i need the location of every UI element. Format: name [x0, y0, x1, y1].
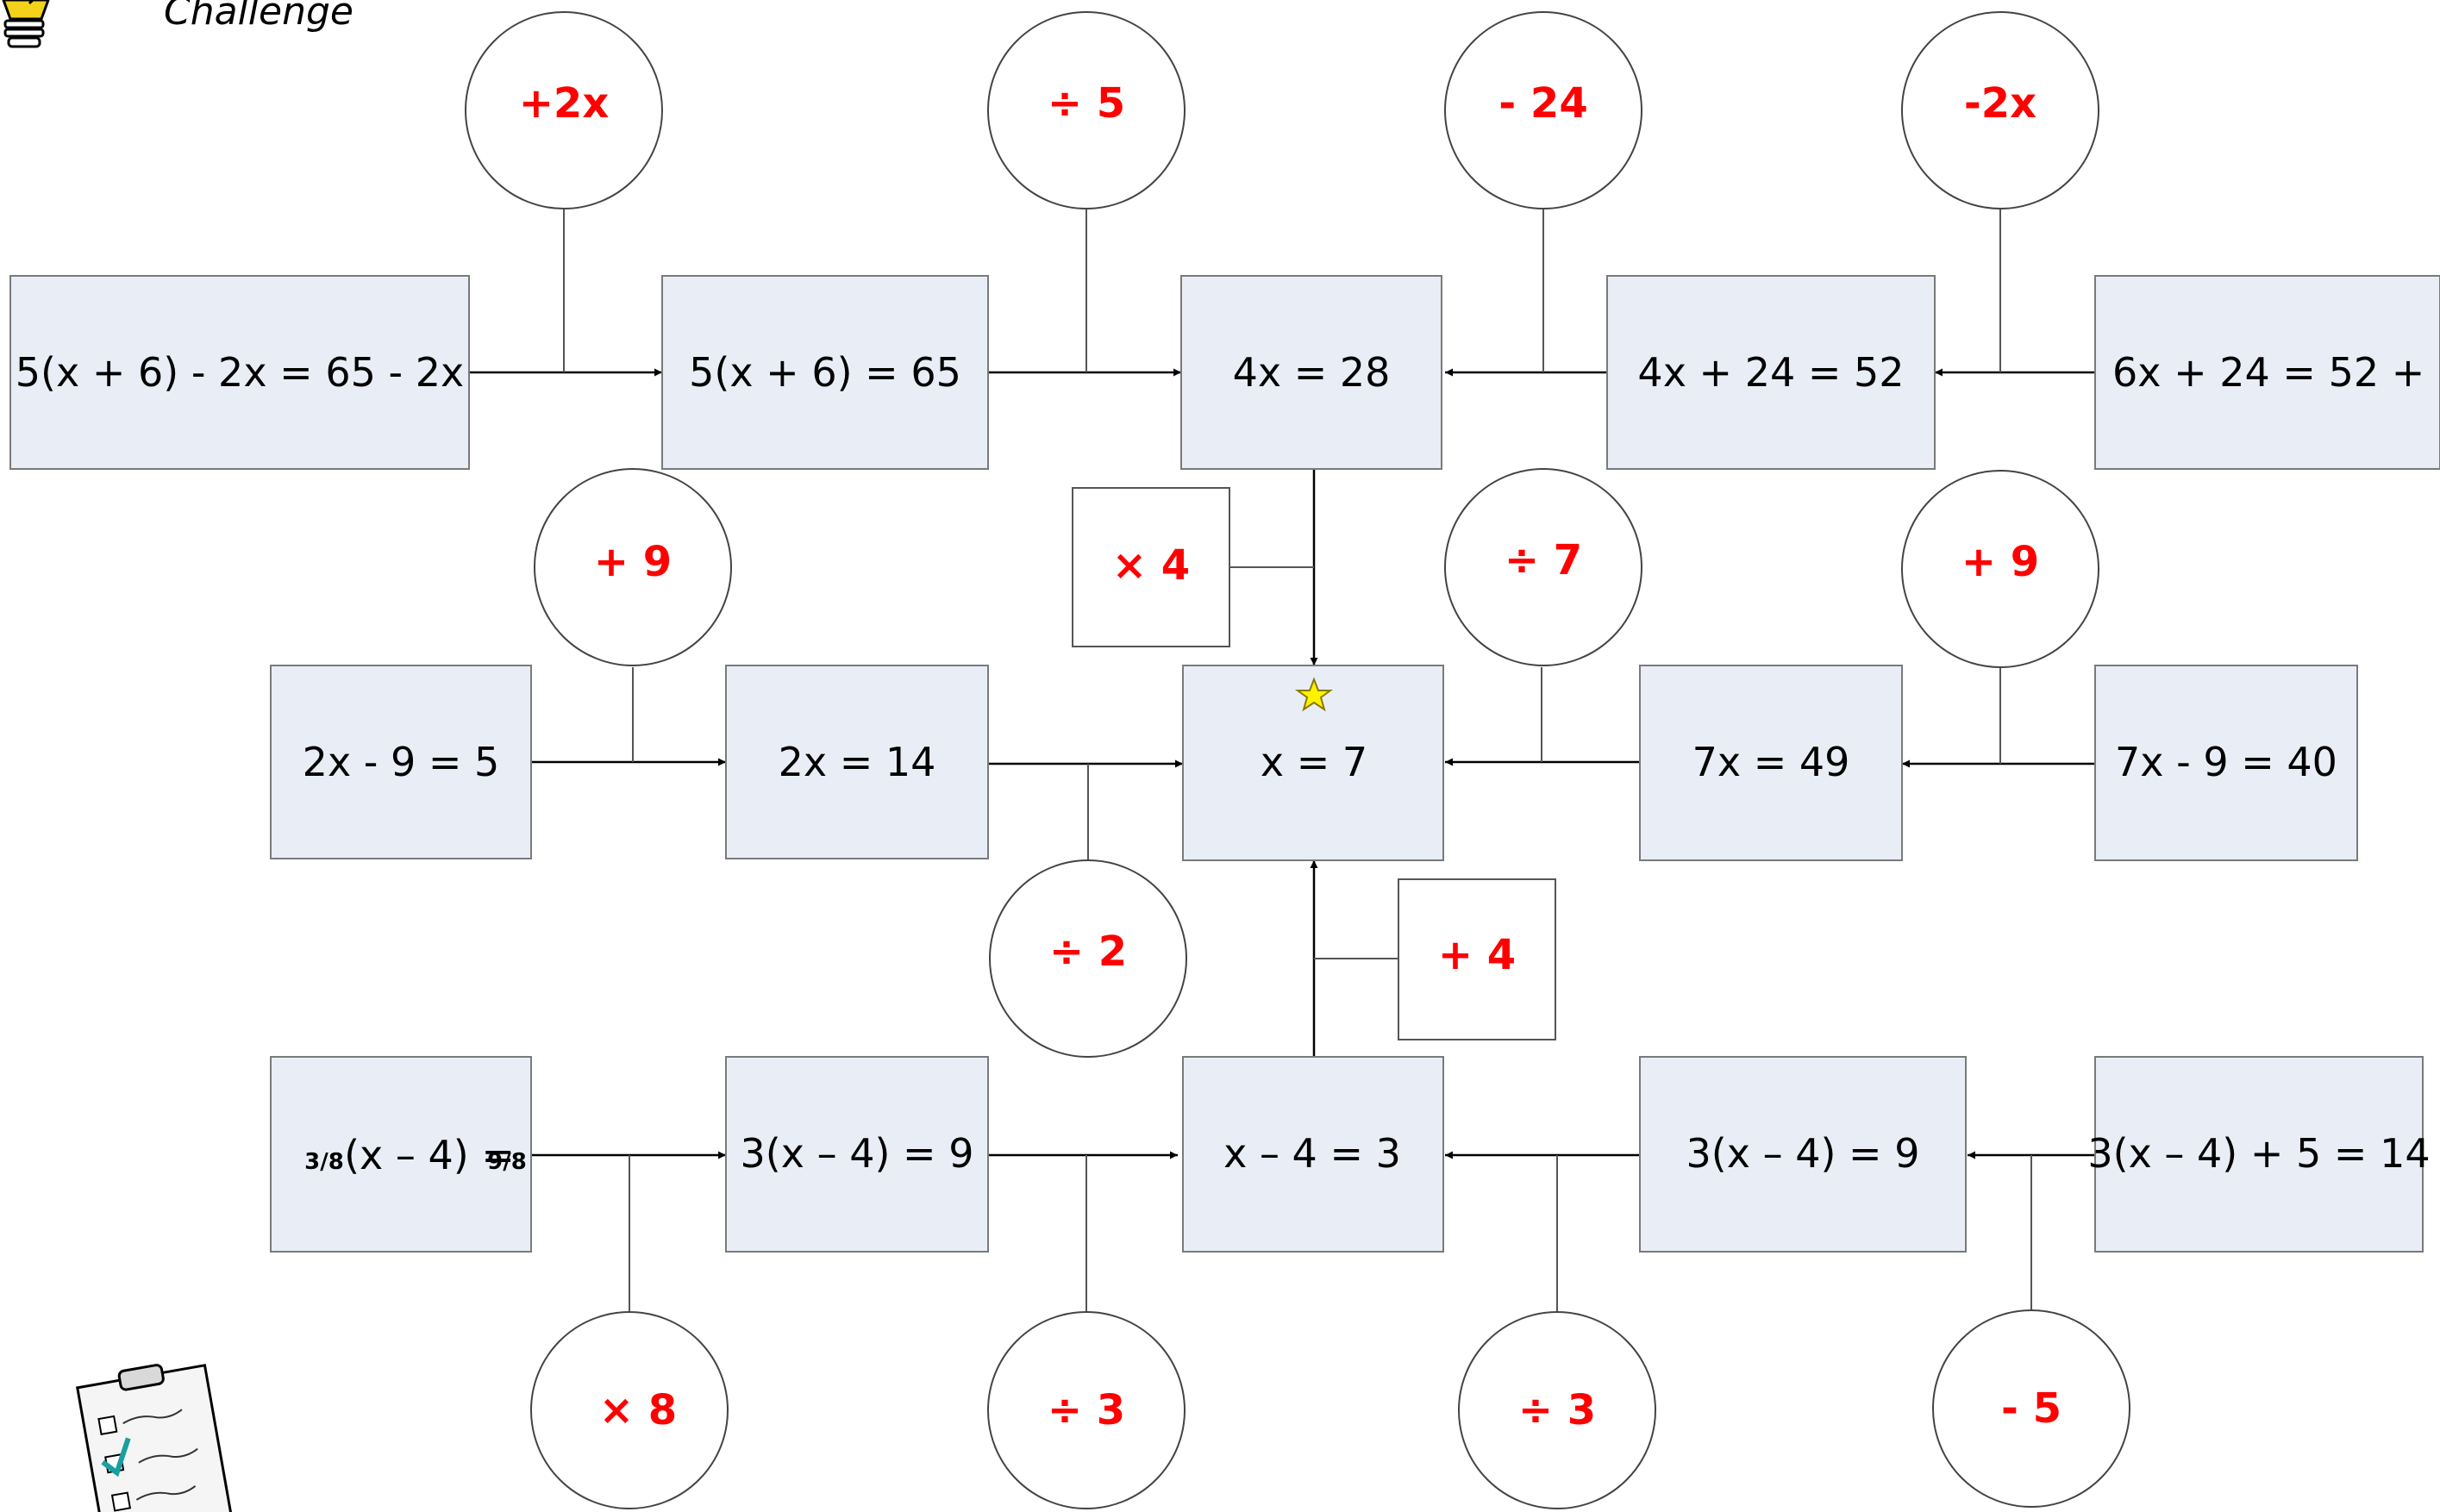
- op-box-plus-4: + 4: [1398, 878, 1556, 1040]
- svg-text:× 4: × 4: [1112, 541, 1190, 590]
- op-circle-bottom-4: - 5: [1932, 1309, 2130, 1508]
- svg-text:7x - 9 = 40: 7x - 9 = 40: [2115, 739, 2337, 785]
- svg-text:4x + 24 = 52: 4x + 24 = 52: [1637, 349, 1904, 396]
- equation-box-r1c3: 4x = 28: [1180, 275, 1442, 470]
- svg-text:3(x – 4) = 9: 3(x – 4) = 9: [1686, 1130, 1920, 1177]
- lightbulb-icon: [2, 0, 50, 48]
- op-circle-bottom-1: × 8: [530, 1311, 729, 1509]
- equation-box-r3c4: 3(x – 4) = 9: [1639, 1056, 1967, 1253]
- svg-text:÷ 7: ÷ 7: [1505, 536, 1582, 584]
- clipboard-checklist-icon: [75, 1364, 235, 1512]
- svg-text:-2x: -2x: [1964, 79, 2036, 128]
- fraction-nine-eighths: 9/8: [487, 1149, 527, 1175]
- svg-text:÷ 3: ÷ 3: [1048, 1386, 1125, 1434]
- equation-box-r1c2: 5(x + 6) = 65: [661, 275, 989, 470]
- svg-text:- 5: - 5: [2001, 1384, 2061, 1433]
- svg-text:+ 9: + 9: [594, 538, 672, 586]
- equation-box-r3c2: 3(x – 4) = 9: [725, 1056, 989, 1253]
- svg-text:+2x: +2x: [519, 79, 610, 128]
- equation-box-r3c5: 3(x – 4) + 5 = 14: [2087, 1056, 2431, 1253]
- equation-box-r3c3: x – 4 = 3: [1182, 1056, 1444, 1253]
- svg-text:5(x + 6) - 2x = 65 - 2x: 5(x + 6) - 2x = 65 - 2x: [16, 349, 464, 396]
- svg-text:+ 4: + 4: [1438, 931, 1516, 979]
- star-icon: [1294, 677, 1334, 712]
- svg-text:4x = 28: 4x = 28: [1233, 349, 1391, 396]
- op-circle-bottom-2: ÷ 3: [987, 1311, 1186, 1509]
- op-circle-mid-3: ÷ 7: [1444, 468, 1642, 666]
- svg-text:3(x – 4) = 9: 3(x – 4) = 9: [741, 1130, 974, 1177]
- equation-box-r2c2: 2x = 14: [725, 665, 989, 859]
- equation-box-r2c1: 2x - 9 = 5: [270, 665, 532, 859]
- svg-text:+ 9: + 9: [1961, 538, 2039, 586]
- svg-text:5(x + 6) = 65: 5(x + 6) = 65: [689, 349, 961, 396]
- svg-text:3(x – 4) + 5 = 14: 3(x – 4) + 5 = 14: [2087, 1130, 2430, 1177]
- equation-box-r3c1: 3/8 (x – 4) = 9/8: [270, 1056, 532, 1253]
- equation-box-r2c5: 7x - 9 = 40: [2094, 665, 2358, 861]
- op-circle-top-1: +2x: [465, 11, 663, 209]
- svg-text:x = 7: x = 7: [1261, 739, 1367, 785]
- op-box-times-4: × 4: [1072, 487, 1230, 647]
- fraction-three-eighths: 3/8: [304, 1149, 344, 1175]
- op-circle-top-2: ÷ 5: [987, 11, 1186, 209]
- svg-text:2x = 14: 2x = 14: [779, 739, 936, 785]
- op-circle-div-2: ÷ 2: [989, 859, 1187, 1058]
- svg-text:x – 4 = 3: x – 4 = 3: [1223, 1130, 1401, 1177]
- svg-text:÷ 5: ÷ 5: [1048, 79, 1125, 128]
- svg-text:6x + 24 = 52 + 2x: 6x + 24 = 52 + 2x: [2112, 349, 2440, 396]
- svg-text:- 24: - 24: [1498, 79, 1587, 128]
- op-circle-bottom-3: ÷ 3: [1458, 1311, 1656, 1509]
- svg-text:× 8: × 8: [599, 1386, 677, 1434]
- svg-text:2x - 9 = 5: 2x - 9 = 5: [303, 739, 500, 785]
- op-circle-top-4: -2x: [1901, 11, 2099, 209]
- op-circle-mid-1: + 9: [534, 468, 732, 666]
- op-circle-top-3: - 24: [1444, 11, 1642, 209]
- equation-box-r1c1: 5(x + 6) - 2x = 65 - 2x: [9, 275, 470, 470]
- page-title: Challenge: [164, 0, 353, 34]
- equation-box-r1c4: 4x + 24 = 52: [1606, 275, 1936, 470]
- svg-text:(x – 4) =: (x – 4) =: [344, 1132, 515, 1178]
- svg-text:÷ 3: ÷ 3: [1518, 1386, 1596, 1434]
- equation-box-r2c4: 7x = 49: [1639, 665, 1903, 861]
- equation-box-r2c3-solution: x = 7: [1182, 665, 1444, 861]
- op-circle-mid-4: + 9: [1901, 470, 2099, 668]
- svg-text:7x = 49: 7x = 49: [1692, 739, 1850, 785]
- equation-box-r1c5: 6x + 24 = 52 + 2x: [2094, 275, 2440, 470]
- svg-text:÷ 2: ÷ 2: [1049, 928, 1127, 976]
